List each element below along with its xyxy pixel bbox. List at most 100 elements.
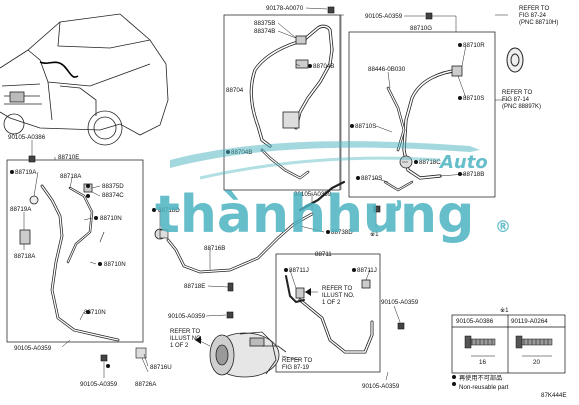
fasteners <box>28 6 433 362</box>
label-88375D: 88375D <box>102 183 124 190</box>
leader-lines <box>23 7 508 381</box>
label-90105-A0359-bottom-left-2: 90105-A0359 <box>80 381 118 388</box>
label-88718A: 88718A <box>60 173 82 180</box>
arrows <box>195 288 311 344</box>
part-labels: 90178-A0070 88375B 88374B 88704B 88704 8… <box>8 5 485 390</box>
bolt-table-note-mark: ※1 <box>500 307 509 314</box>
non-reusable-dot-icon <box>308 64 312 68</box>
label-88718D: 88718D <box>158 207 180 214</box>
label-88718A-lower: 88718A <box>14 253 36 260</box>
ref-fig-87-14-line1: REFER TO <box>502 90 532 96</box>
non-reusable-dot-icon <box>350 124 354 128</box>
bolt-16-size: 16 <box>479 359 486 366</box>
label-88374C: 88374C <box>102 192 124 199</box>
frame-bolt-table <box>451 314 566 374</box>
hose-88711 <box>285 275 374 354</box>
ring-fitting <box>506 47 524 73</box>
bolt-16-icon <box>464 335 496 357</box>
watermark: Auto thànhhưng ® <box>155 141 511 245</box>
watermark-registered-mark: ® <box>495 217 511 236</box>
non-reusable-dot-icon <box>414 160 418 164</box>
legend: 再使用不可部品 Non-reusable part 87K444E <box>452 374 566 399</box>
legend-dot-icon <box>452 375 456 379</box>
ref-illust-left-line1: REFER TO <box>170 329 200 335</box>
label-88718C: 88718C <box>419 159 441 166</box>
ref-fig-87-14-line3: (PNC 88897K) <box>502 104 541 110</box>
non-reusable-dot-icon <box>352 268 356 272</box>
bolt-table-col2-part: 90119-A0264 <box>511 318 548 325</box>
non-reusable-dot-icon <box>86 194 90 198</box>
reference-labels: REFER TO FIG 87-24 (PNC 88710H) REFER TO… <box>170 6 558 371</box>
label-88710N-c: 88710N <box>84 309 106 316</box>
ref-illust-center-line2: ILLUST NO. <box>322 293 355 299</box>
label-88716U: 88716U <box>150 364 172 371</box>
label-88718E: 88718E <box>184 283 205 290</box>
label-88738D: 88738D <box>331 229 353 236</box>
bolt-20-icon <box>515 335 553 357</box>
non-reusable-dot-icon <box>458 172 462 176</box>
label-88710N-a: 88710N <box>100 215 122 222</box>
label-note-1: ※1 <box>370 231 379 238</box>
ref-illust-center-line3: 1 OF 2 <box>322 300 341 306</box>
frame-88710G <box>348 31 496 198</box>
frame-88704 <box>223 14 341 191</box>
ref-fig-87-24-line2: FIG 87-24 <box>519 13 547 19</box>
frames <box>6 14 566 374</box>
non-reusable-dot-icon <box>106 364 110 368</box>
ref-fig-87-14-line2: FIG 87-14 <box>502 97 530 103</box>
label-90105-A0359-bottom-right-2: 90105-A0359 <box>362 383 400 390</box>
label-88710N-b: 88710N <box>104 261 126 268</box>
bolt-20-size: 20 <box>533 359 540 366</box>
frame-88710E <box>6 159 144 343</box>
label-88711J-b: 88711J <box>357 267 377 274</box>
non-reusable-dot-icon <box>326 230 330 234</box>
label-88716B: 88716B <box>204 245 225 252</box>
arrow-left-icon <box>305 288 311 296</box>
figure-code: 87K444E <box>541 392 566 399</box>
ref-illust-left-line2: ILLUST NO. <box>170 336 203 342</box>
label-88710S-c: 88710S <box>361 175 382 182</box>
watermark-swoosh-icon <box>170 141 480 168</box>
bolt-table-col1-part: 90105-A0386 <box>456 318 494 325</box>
label-90105-A0359-bottom-right: 90105-A0359 <box>381 299 419 306</box>
ref-fig-87-19-line1: REFER TO <box>282 358 312 364</box>
ref-illust-left-line3: 1 OF 2 <box>170 343 189 349</box>
bolt-table: ※1 90105-A0386 90119-A0264 16 20 <box>456 307 553 366</box>
label-88718B: 88718B <box>463 171 484 178</box>
non-reusable-dot-icon <box>94 216 98 220</box>
non-reusable-dot-icon <box>284 268 288 272</box>
non-reusable-dot-icon <box>458 43 462 47</box>
watermark-brand-text: thànhhưng <box>155 185 474 245</box>
label-88719A-bottom: 88719A <box>10 206 32 213</box>
label-88710E: 88710E <box>58 154 79 161</box>
frame-88711 <box>275 253 381 373</box>
label-90105-A0359-top-right: 90105-A0359 <box>365 13 403 20</box>
non-reusable-dot-icon <box>86 310 90 314</box>
non-reusable-dot-icon <box>452 382 456 386</box>
legend-reuse-cn: 再使用不可部品 <box>459 374 502 382</box>
label-88710S-a: 88710S <box>463 95 484 102</box>
label-90105-A0359-center: 90105-A0359 <box>168 313 206 320</box>
arrow-left-icon <box>195 336 201 344</box>
ref-fig-87-19-line2: FIG 87-19 <box>282 365 310 371</box>
non-reusable-dot-icon <box>10 170 14 174</box>
watermark-small-text: Auto <box>438 152 488 173</box>
label-88375B: 88375B <box>254 20 275 27</box>
label-88704: 88704 <box>226 87 244 94</box>
label-90105-A0386: 90105-A0386 <box>8 134 46 141</box>
label-88710S-b: 88710S <box>355 123 376 130</box>
label-88719A-top: 88719A <box>15 169 37 176</box>
ref-fig-87-24-line3: (PNC 88710H) <box>519 20 558 26</box>
label-88710R: 88710R <box>463 42 485 49</box>
non-reusable-dot-icon <box>152 208 156 212</box>
non-reusable-dot-icon <box>458 96 462 100</box>
label-90105-A0359-bottom-left: 90105-A0359 <box>14 345 52 352</box>
compressor <box>209 331 287 378</box>
label-88704B-top: 88704B <box>313 63 334 70</box>
label-88711: 88711 <box>315 251 332 258</box>
ref-illust-center-line1: REFER TO <box>322 286 352 292</box>
hose-88716B <box>154 180 346 274</box>
non-reusable-dot-icon <box>86 184 90 188</box>
